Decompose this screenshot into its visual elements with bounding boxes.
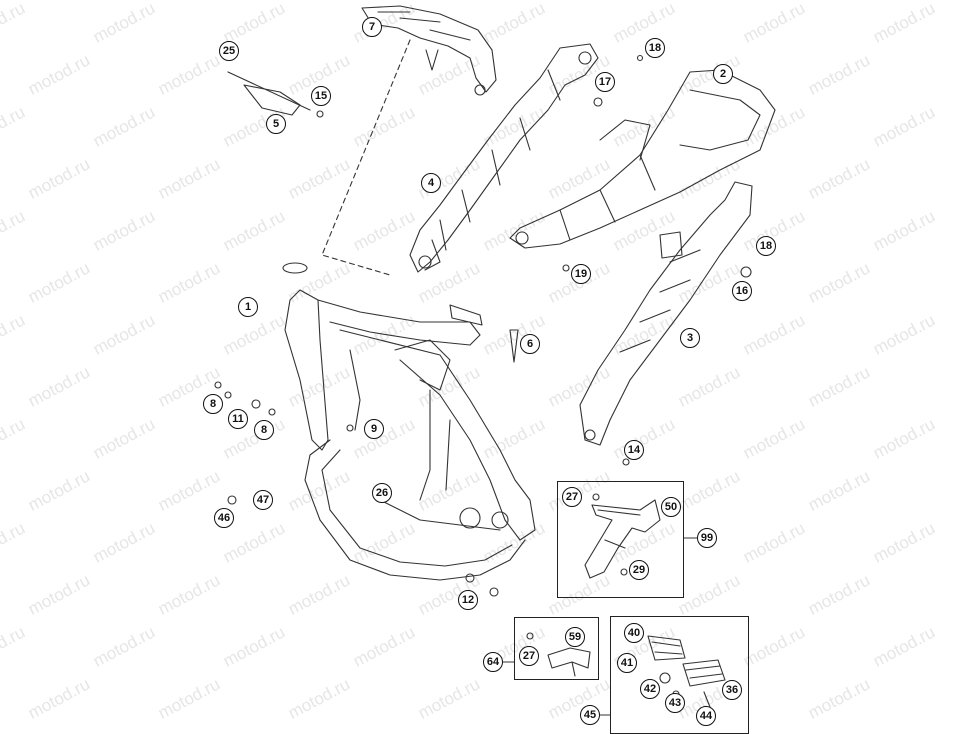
inset-99-parts (584, 493, 661, 579)
callout-64: 64 (483, 652, 503, 672)
callout-5: 5 (266, 114, 286, 134)
inset-64-parts (526, 632, 591, 677)
callout-7: 7 (362, 17, 382, 37)
callout-26: 26 (372, 483, 392, 503)
callout-4: 4 (421, 173, 441, 193)
callout-11: 11 (228, 409, 248, 429)
callout-2: 2 (713, 64, 733, 84)
inset-box-64 (514, 617, 599, 680)
part-5-plate (227, 71, 311, 116)
part-7-bracket (361, 5, 497, 96)
callout-47: 47 (253, 490, 273, 510)
callout-9: 9 (364, 419, 384, 439)
callout-12: 12 (458, 590, 478, 610)
callout-1: 1 (238, 297, 258, 317)
callout-99: 99 (697, 528, 717, 548)
callout-15: 15 (311, 86, 331, 106)
part-6-pin (509, 329, 519, 363)
callout-59: 59 (565, 627, 585, 647)
callout-29: 29 (629, 560, 649, 580)
callout-18-top: 18 (645, 38, 665, 58)
callout-36: 36 (722, 680, 742, 700)
part-3-frame-side (579, 181, 753, 446)
callout-6: 6 (520, 334, 540, 354)
inset-box-99 (557, 481, 684, 598)
callout-41: 41 (617, 653, 637, 673)
part-1-main-frame (282, 262, 536, 581)
callout-18-right: 18 (756, 236, 776, 256)
callout-16: 16 (732, 281, 752, 301)
callout-44: 44 (696, 706, 716, 726)
callout-3: 3 (680, 328, 700, 348)
callout-45: 45 (580, 705, 600, 725)
callout-40: 40 (624, 623, 644, 643)
callout-27-inset64: 27 (519, 646, 539, 666)
part-2-subframe (509, 69, 776, 249)
leader-dashed (321, 39, 411, 276)
callout-19: 19 (571, 264, 591, 284)
callout-43: 43 (665, 693, 685, 713)
callout-14: 14 (624, 440, 644, 460)
part-4-rail (409, 43, 599, 273)
callout-50: 50 (661, 497, 681, 517)
callout-8-upper: 8 (203, 394, 223, 414)
callout-42: 42 (640, 679, 660, 699)
callout-46: 46 (214, 508, 234, 528)
callout-27-inset99: 27 (562, 487, 582, 507)
callout-17: 17 (595, 72, 615, 92)
inset-45-parts (647, 635, 726, 713)
callout-25: 25 (219, 41, 239, 61)
callout-8-lower: 8 (254, 420, 274, 440)
fasteners (214, 54, 752, 597)
